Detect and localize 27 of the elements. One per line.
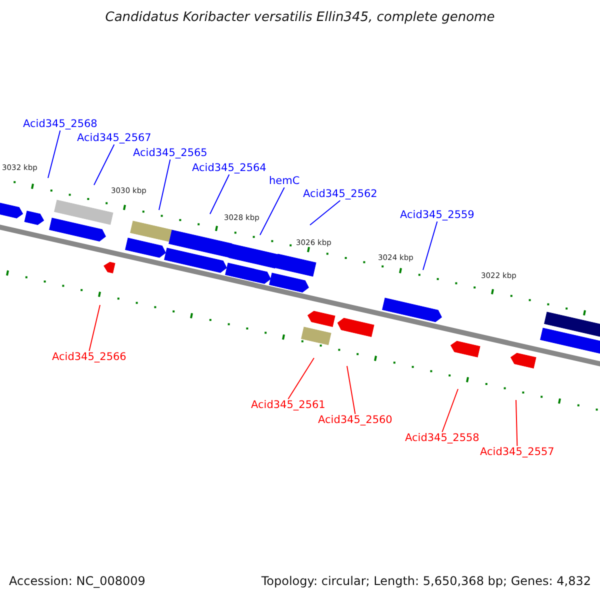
gene-label: Acid345_2567 [77,133,152,144]
leader-line [422,221,438,270]
gene-label: Acid345_2566 [52,352,126,362]
leader-line [288,358,314,400]
diagram-title: Candidatus Koribacter versatilis Ellin345, complete genome [104,11,496,24]
leader-line [346,366,356,414]
gene-label: Acid345_2565 [133,148,208,158]
gene-label: Acid345_2564 [192,163,266,174]
gene-label: Acid345_2568 [23,119,98,130]
gene-label: Acid345_2560 [318,415,392,426]
leader-line [158,159,171,210]
gene-label: Acid345_2559 [400,210,474,220]
leader-line [310,200,341,226]
leader-line [88,304,100,352]
gene-label: hemC [269,176,300,186]
leader-line [48,130,61,178]
gene-label: Acid345_2561 [251,400,326,410]
gene-label: Acid345_2562 [303,189,378,200]
leader-line [94,144,115,186]
leader-line [260,187,285,236]
gene-label: Acid345_2557 [480,447,554,458]
genome-summary-text: Topology: circular; Length: 5,650,368 bp; Genes: 4,832 [261,575,591,587]
leader-line [516,400,518,446]
accession-text: Accession: NC_008009 [9,575,146,587]
leader-line [442,388,458,432]
leader-line [210,174,230,214]
gene-label: Acid345_2558 [405,433,480,444]
